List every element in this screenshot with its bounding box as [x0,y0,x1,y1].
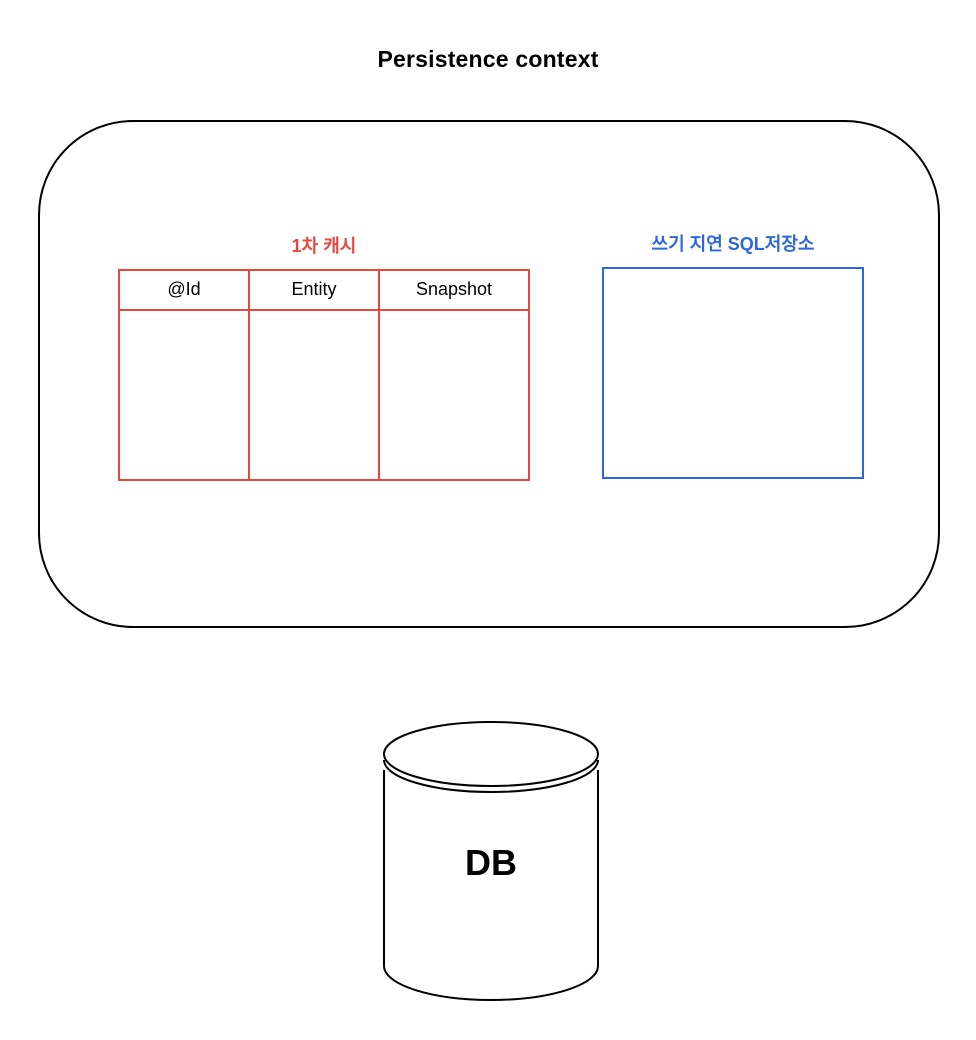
cache-table-col-divider [248,271,250,479]
first-level-cache-label: 1차 캐시 [291,236,357,256]
cache-table-col-divider [378,271,380,479]
write-behind-store-label: 쓰기 지연 SQL저장소 [651,234,815,254]
write-behind-store-box [602,267,864,479]
persistence-context-frame [38,120,940,628]
cache-column-header-entity: Entity [291,279,337,299]
cache-column-header-snapshot: Snapshot [415,279,493,299]
cache-table-header-divider [120,309,528,311]
first-level-cache-table: @Id Entity Snapshot [118,269,530,481]
cache-column-header-id: @Id [167,279,201,299]
database-label: DB [465,842,517,883]
database-cylinder-icon [383,721,599,1001]
diagram-title: Persistence context [377,46,599,72]
